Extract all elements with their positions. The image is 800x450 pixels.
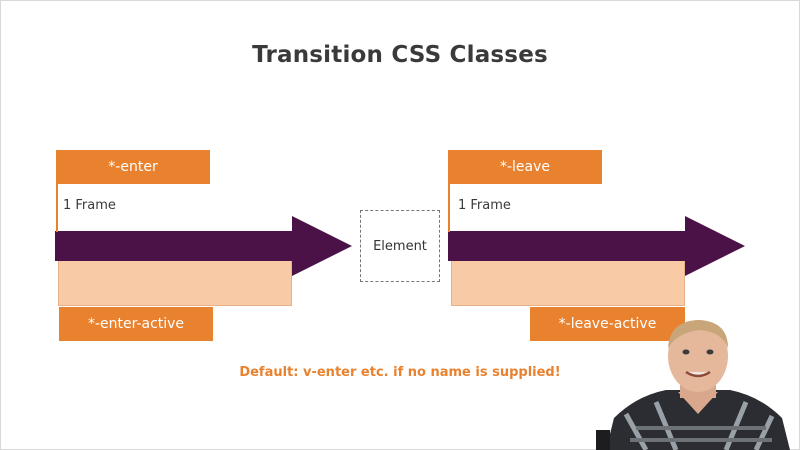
default-note: Default: v-enter etc. if no name is supp… xyxy=(239,365,561,380)
presenter-webcam-image xyxy=(596,320,790,450)
leave-class-label: *-leave xyxy=(448,150,602,184)
element-box: Element xyxy=(360,210,440,282)
leave-frame-label: 1 Frame xyxy=(458,198,511,213)
enter-frame-label: 1 Frame xyxy=(63,198,116,213)
leave-active-bar xyxy=(451,260,685,306)
slide-title: Transition CSS Classes xyxy=(252,42,548,68)
enter-active-label: *-enter-active xyxy=(59,307,213,341)
enter-arrow xyxy=(55,216,352,276)
enter-frame-marker xyxy=(56,184,58,232)
leave-frame-marker xyxy=(448,184,450,232)
leave-active-label: *-leave-active xyxy=(530,307,685,341)
element-label: Element xyxy=(373,238,427,254)
enter-class-label: *-enter xyxy=(56,150,210,184)
leave-arrow xyxy=(448,216,745,276)
